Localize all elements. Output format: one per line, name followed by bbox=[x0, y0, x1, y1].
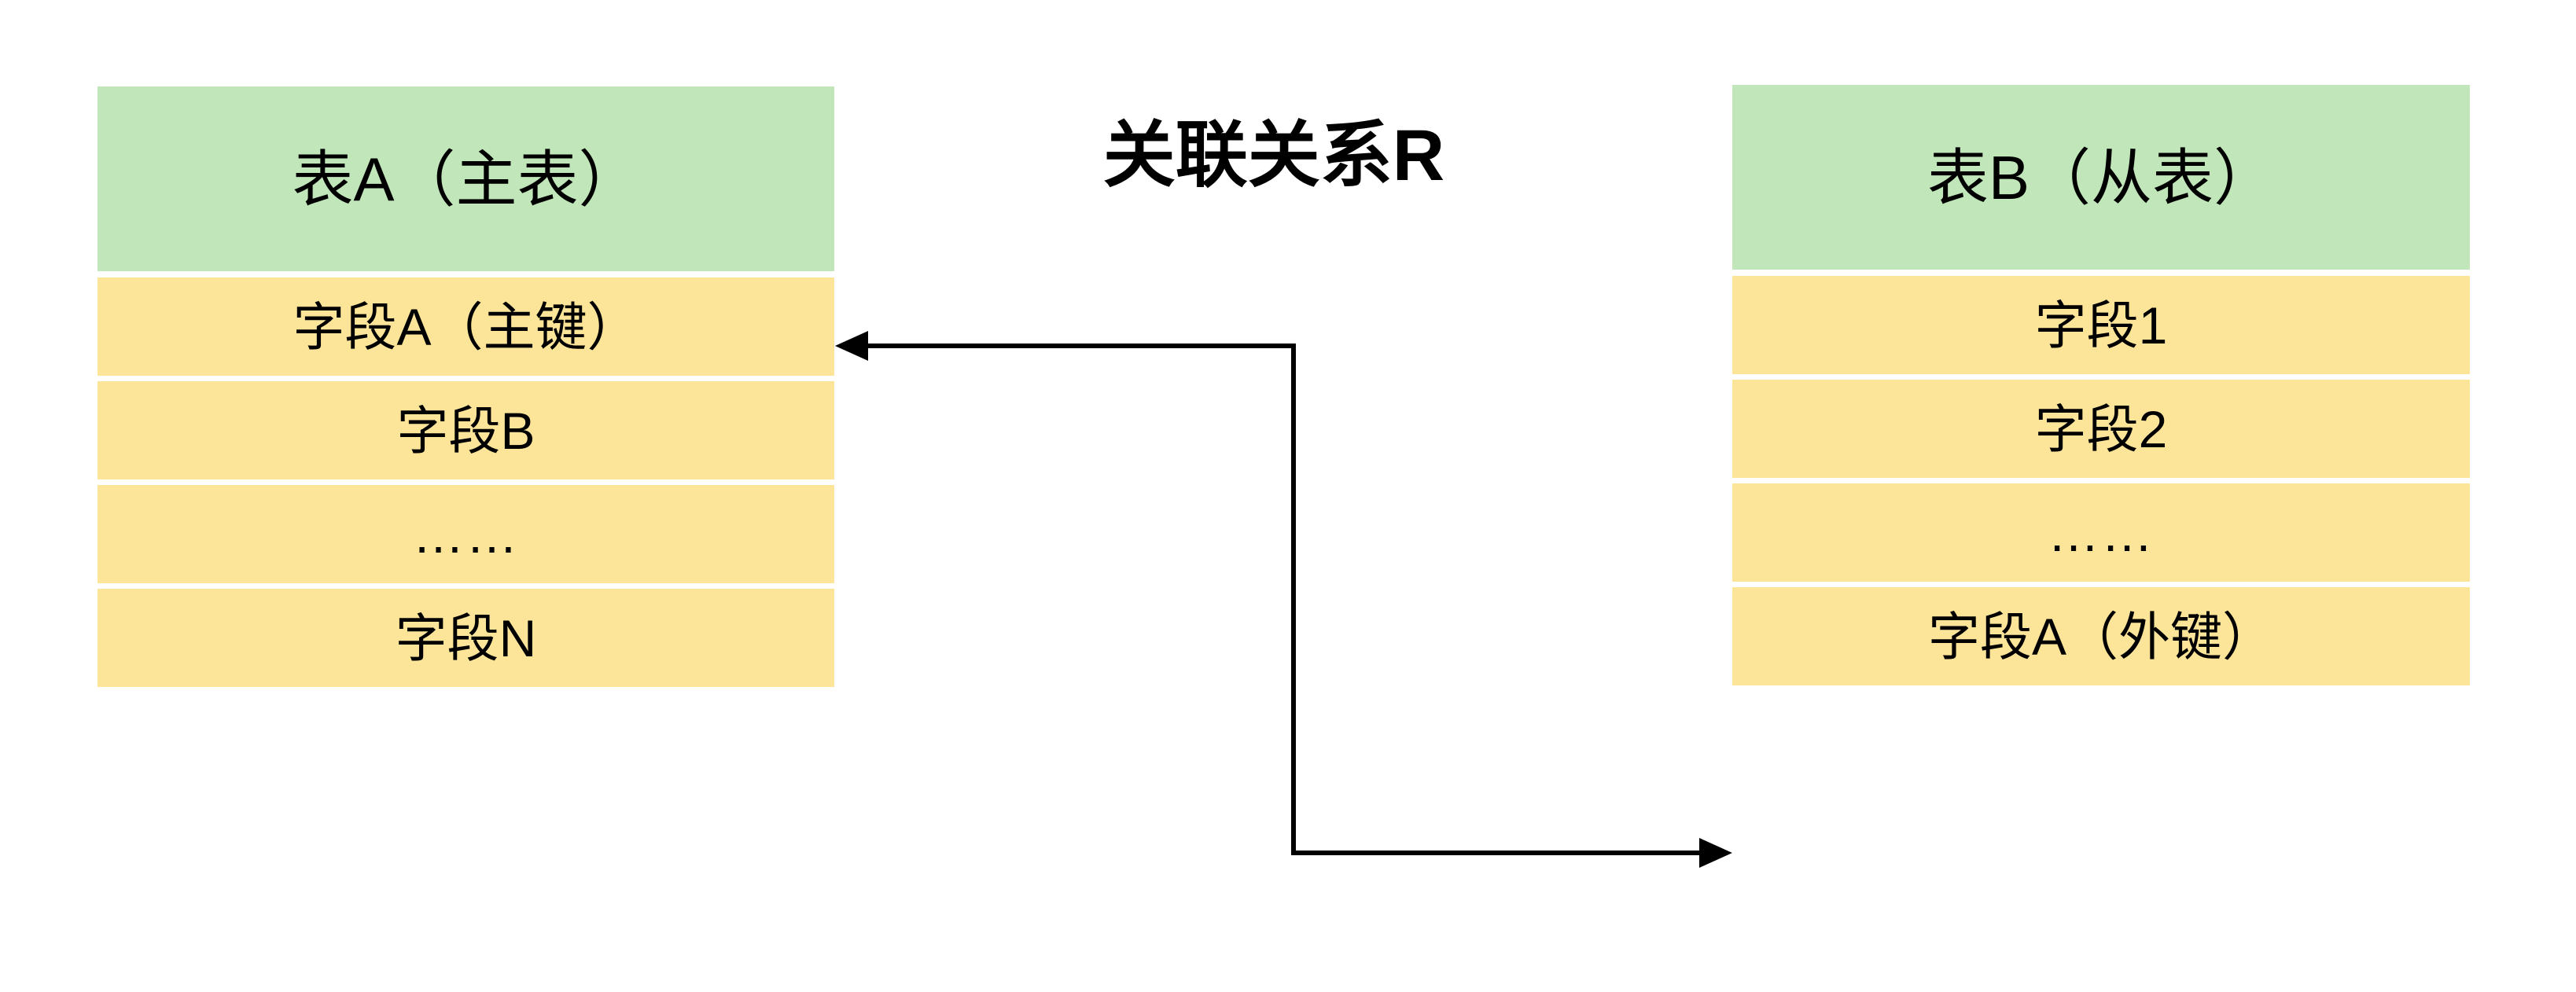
table-b-header: 表B（从表） bbox=[1732, 85, 2470, 270]
table-a-header: 表A（主表） bbox=[98, 86, 834, 271]
arrowhead-right-icon bbox=[1699, 838, 1732, 868]
table-a-field-n: 字段N bbox=[98, 589, 834, 687]
arrowhead-left-icon bbox=[835, 331, 868, 361]
relation-title: 关联关系R bbox=[1102, 116, 1445, 196]
table-a-field-primary-key: 字段A（主键） bbox=[98, 277, 834, 376]
table-b-field-ellipsis: …… bbox=[1732, 483, 2470, 582]
table-a-field-list: 字段A（主键） 字段B …… 字段N bbox=[98, 277, 834, 687]
table-b-field-2: 字段2 bbox=[1732, 380, 2470, 478]
entity-table-a: 表A（主表） 字段A（主键） 字段B …… 字段N bbox=[98, 86, 834, 687]
table-a-field-ellipsis: …… bbox=[98, 485, 834, 583]
table-a-field-b: 字段B bbox=[98, 381, 834, 479]
table-b-field-foreign-key: 字段A（外键） bbox=[1732, 587, 2470, 685]
table-b-field-1: 字段1 bbox=[1732, 276, 2470, 374]
entity-table-b: 表B（从表） 字段1 字段2 …… 字段A（外键） bbox=[1732, 85, 2470, 685]
table-b-field-list: 字段1 字段2 …… 字段A（外键） bbox=[1732, 276, 2470, 685]
